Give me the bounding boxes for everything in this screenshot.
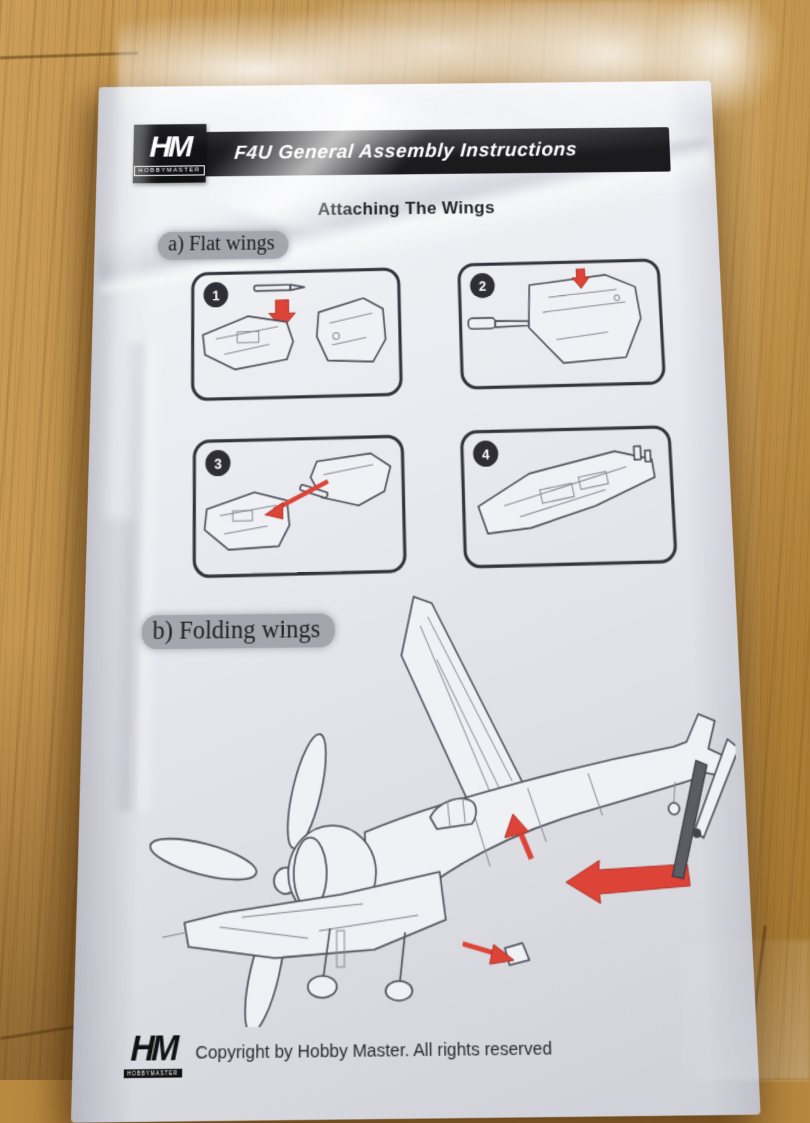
footer: HM HOBBYMASTER Copyright by Hobby Master…	[123, 1026, 553, 1079]
hm-logo-subtext: HOBBYMASTER	[123, 1068, 182, 1079]
subsection-flat-wings-label: a) Flat wings	[157, 230, 289, 260]
wing-piece	[527, 274, 643, 364]
screwdriver	[468, 317, 529, 329]
wing-root-piece	[203, 315, 294, 370]
step-2-diagram	[460, 262, 663, 387]
step-4-diagram	[463, 429, 674, 566]
outer-wing-piece	[310, 453, 391, 507]
wing-hinge-fitting	[505, 943, 530, 965]
hm-logo-subtext: HOBBYMASTER	[134, 164, 205, 176]
section-title: Attaching The Wings	[317, 197, 496, 220]
red-arrow-down-icon	[269, 300, 295, 329]
hm-logo-text: HM	[149, 129, 191, 164]
assembled-wing	[477, 446, 658, 534]
step-3-diagram	[196, 438, 404, 575]
copyright-text: Copyright by Hobby Master. All rights re…	[195, 1038, 553, 1064]
subsection-flat-wings: a) Flat wings	[157, 230, 289, 260]
big-red-arrow-left-icon	[565, 859, 691, 903]
red-arrow-right-icon	[463, 943, 514, 964]
hm-logo-text: HM	[130, 1027, 177, 1070]
outer-wing-piece	[316, 298, 386, 363]
assembly-step-panel-4: 4	[459, 425, 678, 569]
page-title: F4U General Assembly Instructions	[233, 139, 578, 164]
step-1-diagram	[194, 271, 400, 398]
assembly-step-panel-2: 2	[457, 258, 667, 390]
instruction-sheet: HM HOBBYMASTER F4U General Assembly Inst…	[70, 80, 761, 1123]
canopy	[430, 798, 476, 829]
screw-pin	[254, 284, 304, 291]
assembly-step-panel-1: 1	[191, 267, 403, 402]
header-bar: F4U General Assembly Instructions	[140, 127, 671, 178]
corsair-folding-wings-diagram	[140, 578, 748, 1029]
wing-root-piece	[205, 491, 290, 550]
hobby-master-logo: HM HOBBYMASTER	[132, 123, 207, 184]
assembly-step-panel-3: 3	[192, 434, 407, 579]
hobby-master-footer-logo: HM HOBBYMASTER	[123, 1027, 183, 1079]
folded-wing	[401, 595, 529, 824]
